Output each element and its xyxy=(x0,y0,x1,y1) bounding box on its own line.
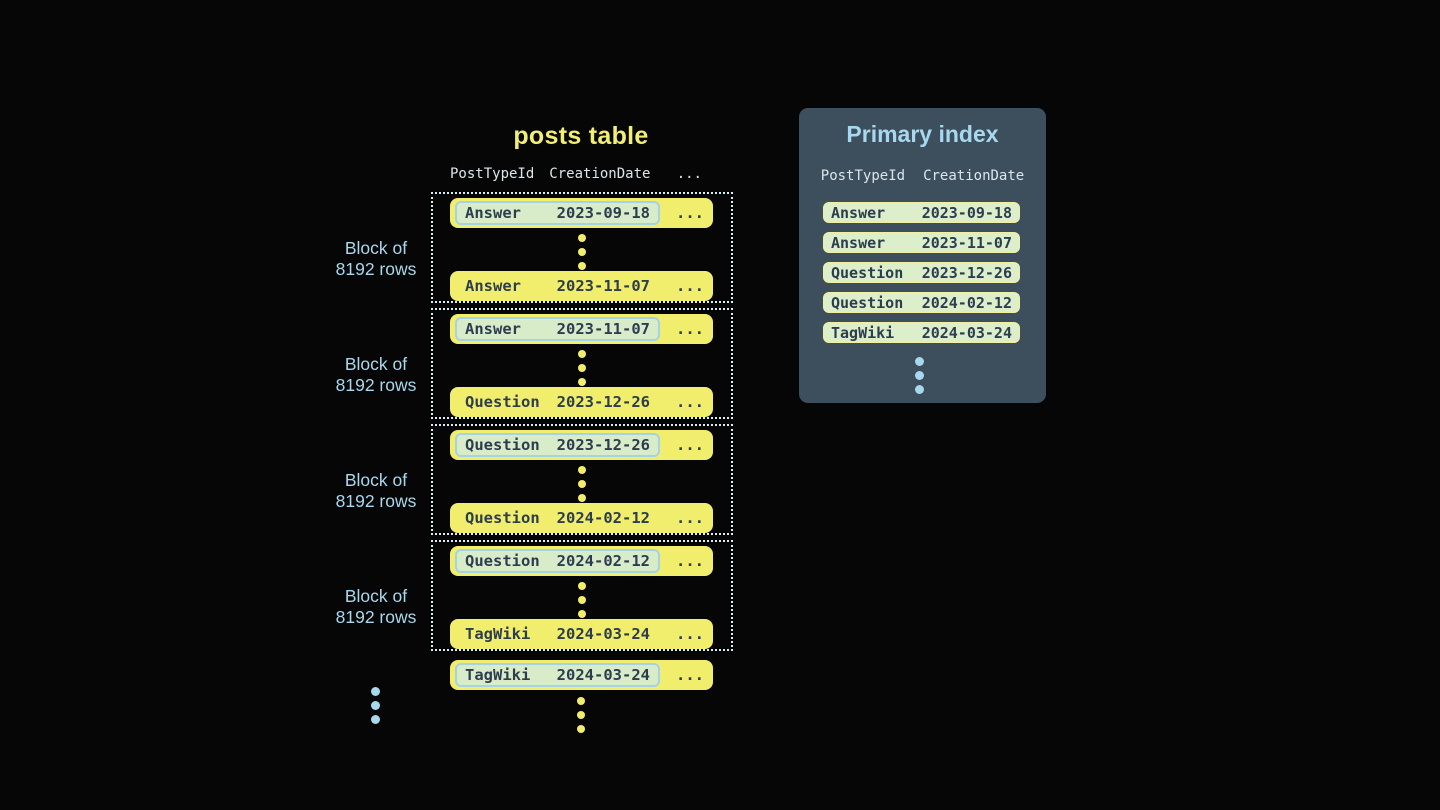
post-type-cell: Question xyxy=(465,509,540,527)
more-columns-ellipsis: ... xyxy=(676,204,704,222)
indexed-entry-highlight: Answer 2023-11-07 xyxy=(455,317,660,341)
posts-block-2: Answer 2023-11-07 ... Question 2023-12-2… xyxy=(431,308,733,419)
indexed-entry-highlight: Question 2024-02-12 xyxy=(455,549,660,573)
row-cells: Question 2024-02-12 xyxy=(455,506,660,530)
block-label-line1: Block of xyxy=(344,238,408,258)
posts-block-1: Answer 2023-09-18 ... Answer 2023-11-07 … xyxy=(431,192,733,303)
creation-date-cell: 2023-11-07 xyxy=(556,277,650,295)
vertical-ellipsis-icon xyxy=(577,694,585,736)
creation-date-cell: 2023-09-18 xyxy=(556,204,650,222)
block-label-line2: 8192 rows xyxy=(335,259,417,279)
more-columns-ellipsis: ... xyxy=(676,320,704,338)
vertical-ellipsis-icon xyxy=(915,354,924,396)
column-header-creationdate: CreationDate xyxy=(549,166,651,182)
block-label-line2: 8192 rows xyxy=(335,375,417,395)
more-columns-ellipsis: ... xyxy=(676,436,704,454)
creation-date-cell: 2023-12-26 xyxy=(556,436,650,454)
more-columns-ellipsis: ... xyxy=(676,509,704,527)
vertical-ellipsis-icon xyxy=(578,579,586,621)
vertical-ellipsis-icon xyxy=(578,231,586,273)
post-type-cell: Answer xyxy=(465,204,521,222)
more-columns-ellipsis: ... xyxy=(676,277,704,295)
block-label-line2: 8192 rows xyxy=(335,607,417,627)
table-row: Question 2023-12-26 ... xyxy=(450,387,713,417)
table-row: Question 2024-02-12 ... xyxy=(450,546,713,576)
block-label-line1: Block of xyxy=(344,586,408,606)
creation-date-cell: 2024-03-24 xyxy=(921,323,1012,342)
indexed-entry-highlight: Question 2023-12-26 xyxy=(455,433,660,457)
creation-date-cell: 2023-12-26 xyxy=(556,393,650,411)
posts-block-4: Question 2024-02-12 ... TagWiki 2024-03-… xyxy=(431,540,733,651)
post-type-cell: Question xyxy=(465,552,540,570)
row-cells: Answer 2023-11-07 xyxy=(455,274,660,298)
indexed-entry-highlight: Answer 2023-09-18 xyxy=(455,201,660,225)
primary-index-column-headers: PostTypeId CreationDate xyxy=(799,168,1046,184)
posts-block-3: Question 2023-12-26 ... Question 2024-02… xyxy=(431,424,733,535)
creation-date-cell: 2024-02-12 xyxy=(556,509,650,527)
column-header-posttypeid: PostTypeId xyxy=(450,166,535,182)
post-type-cell: Answer xyxy=(831,203,886,222)
creation-date-cell: 2024-02-12 xyxy=(556,552,650,570)
primary-index-panel: Primary index PostTypeId CreationDate An… xyxy=(799,108,1046,403)
row-cells: Question 2023-12-26 xyxy=(455,390,660,414)
creation-date-cell: 2024-02-12 xyxy=(921,293,1012,312)
column-header-creationdate: CreationDate xyxy=(923,168,1025,184)
more-columns-ellipsis: ... xyxy=(676,552,704,570)
block-label: Block of 8192 rows xyxy=(306,586,446,628)
block-label: Block of 8192 rows xyxy=(306,354,446,396)
post-type-cell: Answer xyxy=(465,277,521,295)
table-row: Question 2023-12-26 ... xyxy=(450,430,713,460)
table-row: TagWiki 2024-03-24 ... xyxy=(450,619,713,649)
more-columns-ellipsis: ... xyxy=(676,666,704,684)
post-type-cell: Question xyxy=(831,293,904,312)
post-type-cell: TagWiki xyxy=(831,323,895,342)
creation-date-cell: 2024-03-24 xyxy=(556,625,650,643)
post-type-cell: Answer xyxy=(465,320,521,338)
index-entry: Answer 2023-09-18 xyxy=(823,202,1020,223)
post-type-cell: Answer xyxy=(831,233,886,252)
creation-date-cell: 2023-11-07 xyxy=(921,233,1012,252)
vertical-ellipsis-icon xyxy=(371,684,380,726)
creation-date-cell: 2023-09-18 xyxy=(921,203,1012,222)
post-type-cell: Question xyxy=(465,393,540,411)
creation-date-cell: 2024-03-24 xyxy=(556,666,650,684)
index-entry: TagWiki 2024-03-24 xyxy=(823,322,1020,343)
block-label: Block of 8192 rows xyxy=(306,470,446,512)
posts-table-title: posts table xyxy=(513,122,649,150)
index-entry: Question 2024-02-12 xyxy=(823,292,1020,313)
block-label: Block of 8192 rows xyxy=(306,238,446,280)
table-row: Answer 2023-11-07 ... xyxy=(450,314,713,344)
block-label-line2: 8192 rows xyxy=(335,491,417,511)
index-entry: Answer 2023-11-07 xyxy=(823,232,1020,253)
primary-index-title: Primary index xyxy=(846,121,999,147)
block-label-line1: Block of xyxy=(344,470,408,490)
post-type-cell: Question xyxy=(465,436,540,454)
index-entry: Question 2023-12-26 xyxy=(823,262,1020,283)
primary-index-rows: Answer 2023-09-18 Answer 2023-11-07 Ques… xyxy=(823,202,1020,343)
creation-date-cell: 2023-12-26 xyxy=(921,263,1012,282)
table-row: TagWiki 2024-03-24 ... xyxy=(450,660,713,690)
column-header-posttypeid: PostTypeId xyxy=(820,168,906,184)
table-row: Answer 2023-11-07 ... xyxy=(450,271,713,301)
vertical-ellipsis-icon xyxy=(578,347,586,389)
column-header-more-ellipsis: ... xyxy=(676,166,702,182)
post-type-cell: TagWiki xyxy=(465,666,531,684)
more-columns-ellipsis: ... xyxy=(676,625,704,643)
indexed-entry-highlight: TagWiki 2024-03-24 xyxy=(455,663,660,687)
post-type-cell: TagWiki xyxy=(465,625,531,643)
table-row: Answer 2023-09-18 ... xyxy=(450,198,713,228)
creation-date-cell: 2023-11-07 xyxy=(556,320,650,338)
vertical-ellipsis-icon xyxy=(578,463,586,505)
post-type-cell: Question xyxy=(831,263,904,282)
more-columns-ellipsis: ... xyxy=(676,393,704,411)
block-label-line1: Block of xyxy=(344,354,408,374)
table-row: Question 2024-02-12 ... xyxy=(450,503,713,533)
row-cells: TagWiki 2024-03-24 xyxy=(455,622,660,646)
posts-table-column-headers: PostTypeId CreationDate ... xyxy=(450,166,713,182)
